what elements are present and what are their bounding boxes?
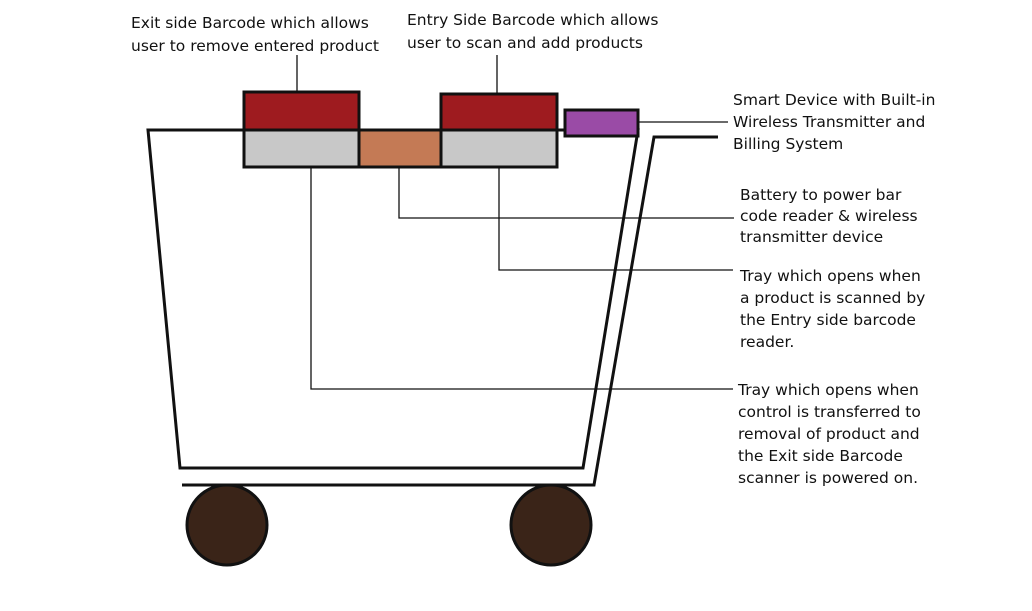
exit-tray-label: Tray which opens when control is transfe…: [737, 381, 926, 487]
entry-tray-label: Tray which opens when a product is scann…: [739, 267, 930, 351]
entry-tray-leader: [498, 167, 733, 271]
battery-leader: [398, 167, 734, 219]
exit-barcode-label: Exit side Barcode which allows user to r…: [131, 14, 379, 55]
cart-basket: [146, 128, 640, 470]
rear-wheel: [509, 483, 593, 567]
front-wheel: [185, 483, 269, 567]
battery: [357, 128, 443, 169]
exit-barcode-reader: [242, 90, 361, 132]
entry-barcode-reader: [439, 92, 559, 132]
exit-tray: [242, 128, 361, 169]
entry-barcode-label: Entry Side Barcode which allows user to …: [407, 11, 663, 52]
exit-tray-leader: [310, 167, 733, 390]
smart-device: [563, 108, 640, 138]
smart-device-label: Smart Device with Built-in Wireless Tran…: [733, 91, 940, 153]
cart-handle: [182, 135, 718, 487]
battery-label: Battery to power bar code reader & wirel…: [740, 186, 923, 246]
entry-tray: [439, 128, 559, 169]
